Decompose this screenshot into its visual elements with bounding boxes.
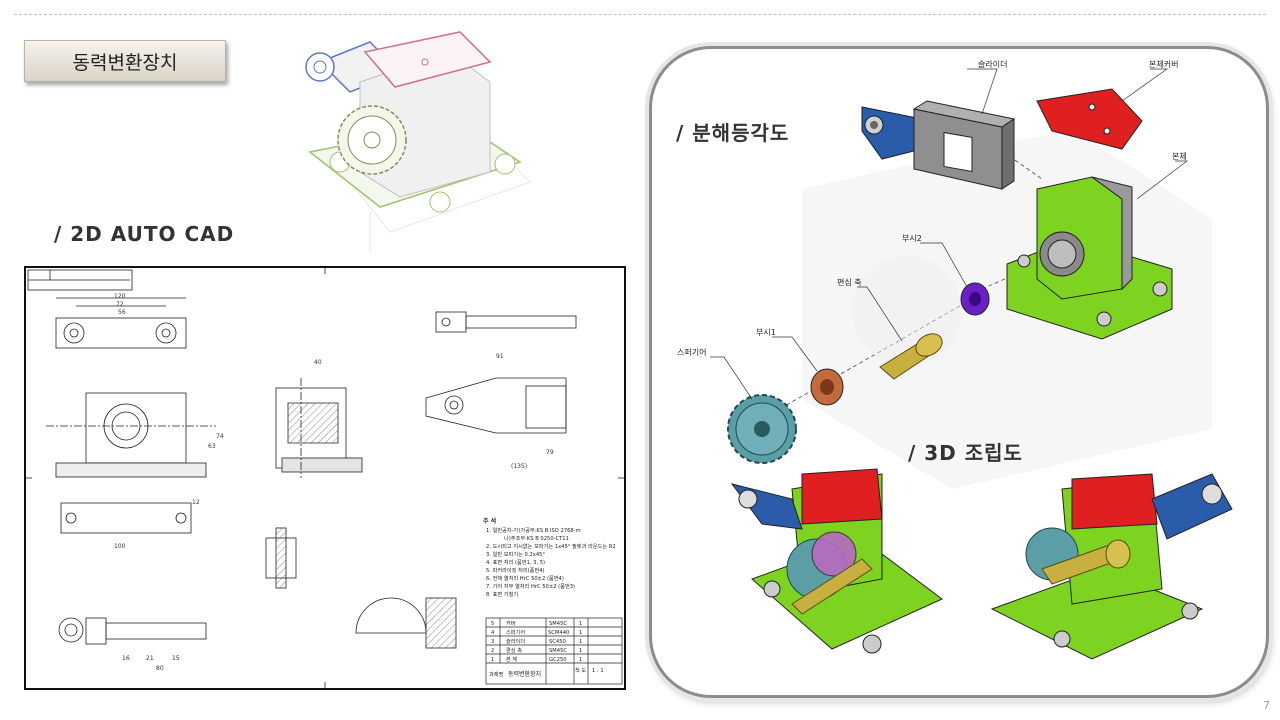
page-title: 동력변환장치 bbox=[24, 40, 226, 82]
dim-135: (135) bbox=[511, 463, 527, 470]
assembly-render-right bbox=[990, 473, 1233, 660]
part-material: SCM440 bbox=[548, 630, 569, 636]
part-name: 스퍼기어 bbox=[506, 628, 525, 636]
dim-15: 15 bbox=[172, 655, 180, 662]
part-qty: 1 bbox=[579, 657, 582, 663]
note-line: 2. 도시되고 지시없는 모따기는 1x45° 필렛과 라운드는 R2 bbox=[486, 542, 616, 550]
dim-80: 80 bbox=[156, 665, 164, 672]
note-line: 8. 표면 거칠기 bbox=[486, 590, 518, 598]
note-line: 7. 기어 치부 열처리 HrC 50±2 (품번3) bbox=[486, 582, 575, 590]
dim-12: 12 bbox=[192, 499, 200, 506]
label-slider: 슬라이더 bbox=[978, 59, 1007, 69]
part-qty: 1 bbox=[579, 639, 582, 645]
label-bush1: 부시1 bbox=[756, 328, 776, 337]
part-material: SM45C bbox=[549, 621, 567, 627]
exploded-heading: / 분해등각도 bbox=[676, 121, 790, 145]
part-no: 1 bbox=[491, 657, 494, 663]
part-no: 2 bbox=[491, 648, 494, 654]
title-block-scale: 1 : 1 bbox=[592, 668, 604, 674]
dim-40: 40 bbox=[314, 359, 322, 366]
dim-79: 79 bbox=[546, 449, 554, 456]
note-line: 4. 표면 처리 (품번1, 3, 5) bbox=[486, 558, 545, 566]
dim-56: 56 bbox=[118, 309, 126, 316]
title-block-name: 동력변환장치 bbox=[508, 670, 541, 678]
exploded-view-svg: 슬라이더 본체커버 본체 부시2 편심 축 부시1 스퍼기어 bbox=[677, 59, 1233, 660]
top-divider bbox=[14, 14, 1266, 15]
note-line: 5. 파커라이징 처리(품번4) bbox=[486, 566, 545, 574]
part-name: 커버 bbox=[506, 619, 516, 627]
part-name: 편심 축 bbox=[506, 646, 522, 654]
part-name: 본 체 bbox=[506, 655, 517, 663]
render-panel: / 분해등각도 / 3D 조립도 bbox=[649, 46, 1269, 698]
hero-3d-render bbox=[305, 31, 531, 252]
part-qty: 1 bbox=[579, 648, 582, 654]
part-qty: 1 bbox=[579, 621, 582, 627]
part-no: 5 bbox=[491, 621, 494, 627]
dim-120: 120 bbox=[114, 293, 126, 300]
notes-title: 주 석 bbox=[483, 517, 496, 525]
part-no: 4 bbox=[491, 630, 495, 636]
part-name: 슬라이더 bbox=[506, 637, 525, 645]
part-no: 3 bbox=[491, 639, 494, 645]
assembly-render-left bbox=[730, 468, 943, 654]
note-line: 1. 일반공차-가)가공부:KS B ISO 2768-m bbox=[486, 526, 581, 534]
dim-72: 72 bbox=[116, 301, 124, 308]
title-block-name-label: 과제명 bbox=[489, 670, 504, 678]
cad-drawing-svg: 120 72 56 74 63 100 40 91 79 (135) 80 16… bbox=[26, 268, 624, 688]
label-body: 본체 bbox=[1172, 151, 1187, 161]
cad-drawing-sheet: 120 72 56 74 63 100 40 91 79 (135) 80 16… bbox=[24, 266, 626, 690]
dim-63: 63 bbox=[208, 443, 216, 450]
page-number: 7 bbox=[1263, 699, 1270, 712]
dim-100: 100 bbox=[114, 543, 126, 550]
title-block-scale-label: 척 도 bbox=[575, 666, 586, 674]
note-line: 6. 전체 열처리 HrC 50±2 (품번4) bbox=[486, 574, 564, 582]
dim-16: 16 bbox=[122, 655, 130, 662]
dim-74: 74 bbox=[216, 433, 224, 440]
label-bush2: 부시2 bbox=[902, 234, 922, 243]
part-material: SC450 bbox=[549, 639, 566, 645]
label-body-cover: 본체커버 bbox=[1149, 59, 1178, 69]
part-qty: 1 bbox=[579, 630, 582, 636]
cad-heading: / 2D AUTO CAD bbox=[54, 222, 235, 246]
assembly-heading: / 3D 조립도 bbox=[908, 441, 1023, 465]
note-line: 3. 일반 모따기는 0.2x45° bbox=[486, 550, 545, 558]
label-spur-gear: 스퍼기어 bbox=[677, 347, 706, 357]
dim-91: 91 bbox=[496, 353, 504, 360]
dim-21: 21 bbox=[146, 655, 154, 662]
note-line: 나)주조부:KS B 0250-CT11 bbox=[504, 534, 569, 542]
label-eccentric-shaft: 편심 축 bbox=[837, 277, 862, 287]
part-material: GC250 bbox=[549, 657, 567, 663]
part-material: SM45C bbox=[549, 648, 567, 654]
